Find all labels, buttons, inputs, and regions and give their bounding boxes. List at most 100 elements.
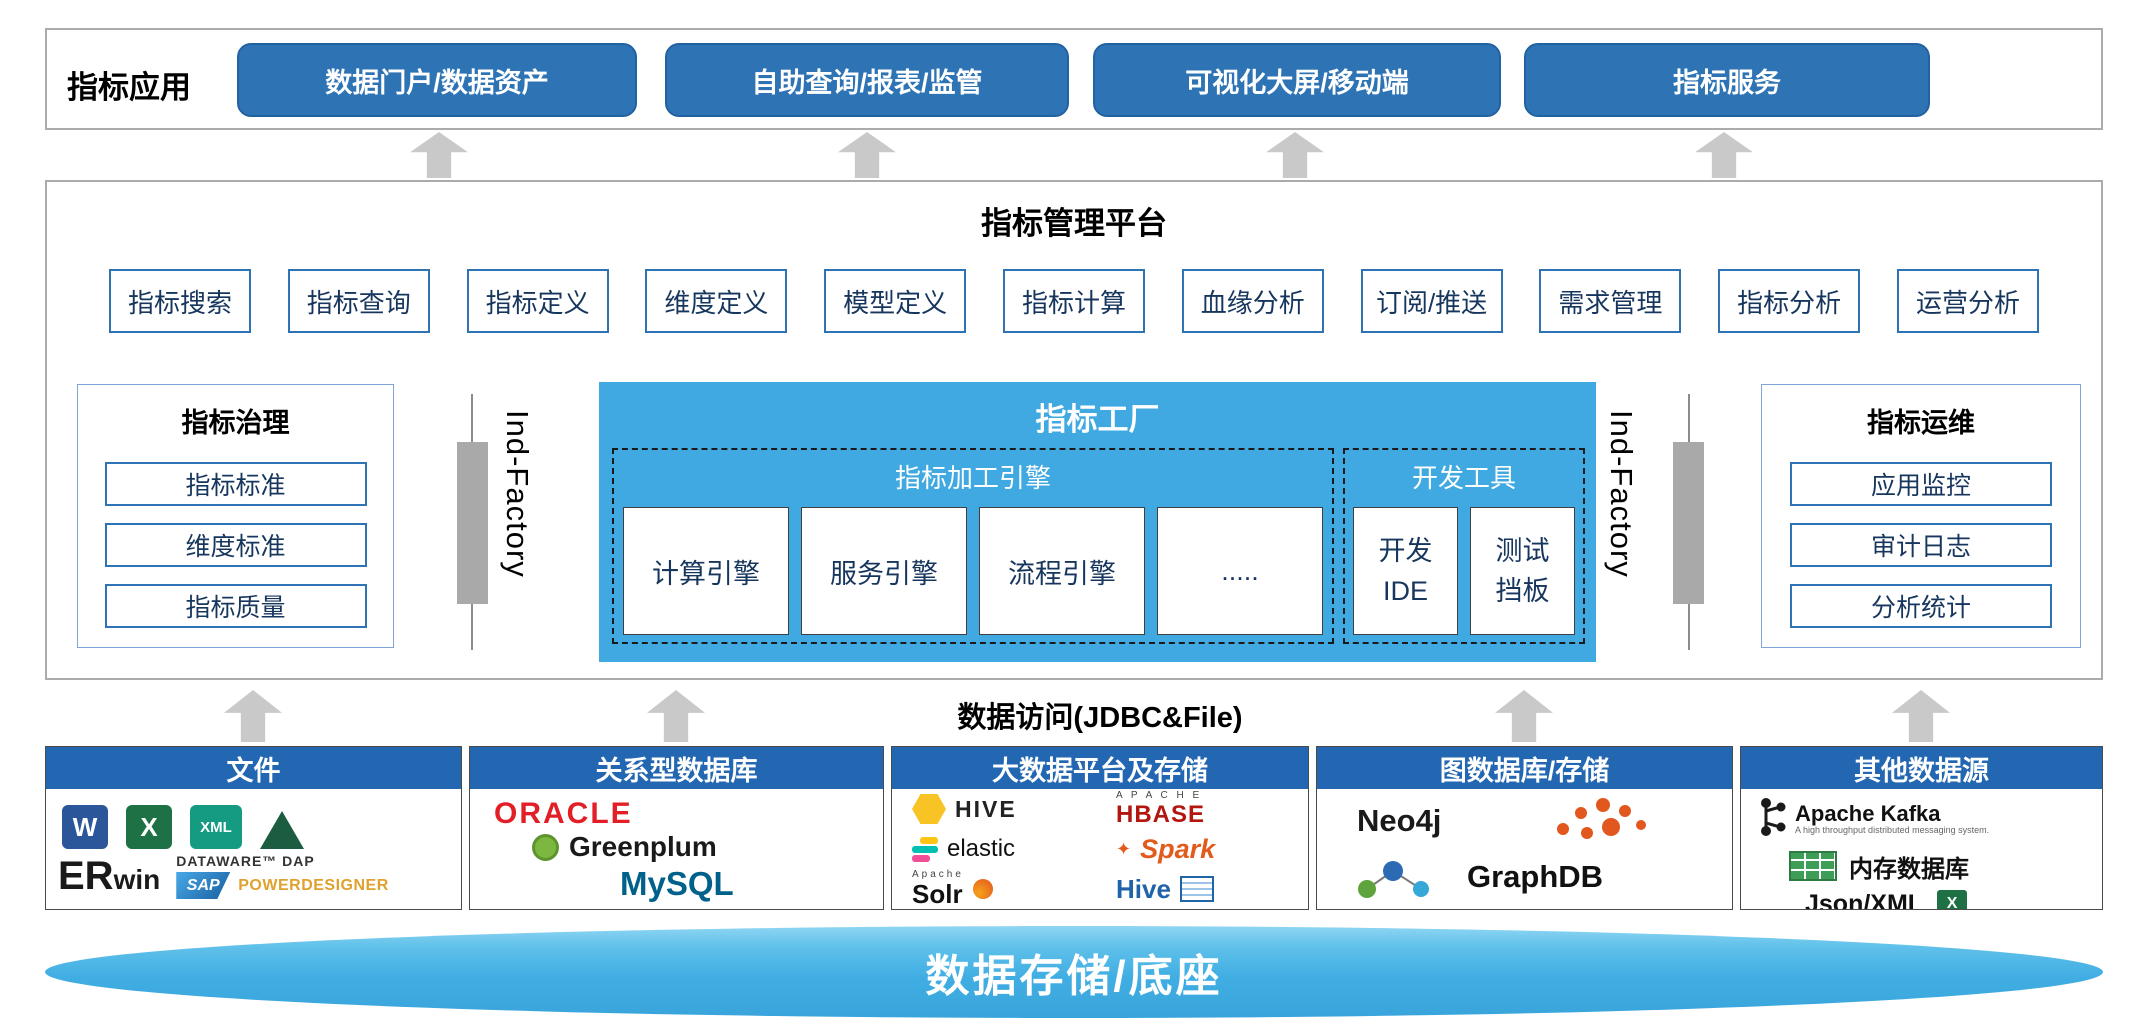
elastic-logo: elastic	[896, 835, 1100, 863]
up-arrow-icon	[647, 690, 705, 742]
sap-logo: SAP	[176, 872, 231, 899]
ops-item-monitoring: 应用监控	[1790, 462, 2052, 506]
governance-items: 指标标准 维度标准 指标质量	[78, 462, 393, 628]
hive-metastore-logo: Hive	[1100, 874, 1304, 905]
jsonxml-text: Json/XML	[1805, 889, 1924, 910]
spark-text: Spark	[1140, 833, 1216, 864]
up-arrow-icon	[224, 690, 282, 742]
module-indicator-query: 指标查询	[287, 269, 430, 333]
erwin-er-text: ER	[58, 853, 114, 898]
datasource-files: 文件 W X XML ERwin DATAWARE™ DAP SAP POWER…	[45, 746, 462, 910]
greenplum-logo: Greenplum	[532, 831, 717, 863]
mysql-logo: MySQL	[620, 865, 734, 902]
module-indicator-analysis: 指标分析	[1718, 269, 1861, 333]
hbase-text: HBASE	[1116, 800, 1206, 828]
hive-logo: HIVE	[896, 794, 1100, 824]
up-arrow-icon	[838, 132, 896, 178]
kafka-text: Apache Kafka	[1795, 800, 1941, 826]
dev-tool-mock: 测试 挡板	[1470, 507, 1575, 635]
datasource-graph-title: 图数据库/存储	[1317, 747, 1732, 789]
erwin-win-text: win	[113, 863, 161, 895]
module-row: 指标搜索 指标查询 指标定义 维度定义 模型定义 指标计算 血缘分析 订阅/推送…	[47, 269, 2101, 333]
erwin-logo: ERwin	[58, 854, 160, 899]
hbase-apache-text: A P A C H E	[1116, 790, 1203, 802]
greenplum-icon	[532, 833, 559, 861]
ind-factory-label-left: Ind-Factory	[500, 410, 535, 578]
right-separator-bar	[1673, 442, 1704, 604]
engine-calculation: 计算引擎	[623, 507, 789, 635]
hive-text: HIVE	[955, 795, 1017, 822]
datasource-relational-title: 关系型数据库	[470, 747, 883, 789]
indicator-factory-panel: 指标工厂 指标加工引擎 计算引擎 服务引擎 流程引擎 ..... 开发工具 开发…	[599, 382, 1596, 662]
storage-base-disk: 数据存储/底座	[45, 926, 2103, 1018]
module-subscribe-push: 订阅/推送	[1360, 269, 1503, 333]
datasource-files-body: W X XML ERwin DATAWARE™ DAP SAP POWERDES…	[46, 789, 461, 909]
modeling-tools-column: DATAWARE™ DAP SAP POWERDESIGNER	[176, 853, 389, 899]
spark-logo: ✦ Spark	[1100, 834, 1304, 865]
solr-sun-icon	[972, 878, 993, 899]
xml-icon: XML	[190, 805, 242, 849]
platform-title: 指标管理平台	[981, 206, 1167, 241]
data-access-label: 数据访问(JDBC&File)	[957, 702, 1243, 734]
datasource-bigdata-title: 大数据平台及存储	[892, 747, 1308, 789]
governance-item-dimension: 维度标准	[104, 523, 367, 567]
app-row-label: 指标应用	[67, 70, 191, 105]
up-arrow-icon	[1892, 690, 1950, 742]
solr-stack: Apache Solr	[912, 870, 964, 908]
hive-bee-icon	[912, 794, 946, 824]
kafka-text-column: Apache Kafka A high throughput distribut…	[1795, 800, 1989, 836]
factory-title: 指标工厂	[1035, 402, 1160, 437]
spark-star-icon: ✦	[1116, 838, 1132, 859]
dev-tools-title: 开发工具	[1411, 463, 1516, 493]
datasource-files-title: 文件	[46, 747, 461, 789]
app-row-panel: 指标应用 数据门户/数据资产 自助查询/报表/监管 可视化大屏/移动端 指标服务	[45, 28, 2103, 130]
memdb-text: 内存数据库	[1849, 855, 1969, 883]
dev-tool-ide-line2: IDE	[1382, 576, 1428, 606]
file-icon-row: W X XML	[46, 789, 461, 849]
datasource-other-body: Apache Kafka A high throughput distribut…	[1741, 789, 2102, 909]
datasource-graph-body: Neo4j	[1317, 789, 1732, 909]
storage-base-label: 数据存储/底座	[925, 952, 1223, 1001]
datasource-relational-body: ORACLE Greenplum MySQL	[470, 789, 883, 909]
ops-item-audit-log: 审计日志	[1790, 523, 2052, 567]
jsonxml-logo: Json/XML X	[1741, 883, 2102, 909]
solr-logo: Apache Solr	[896, 870, 1100, 908]
graphdb-dots-icon	[1545, 795, 1665, 848]
file-logo-row: ERwin DATAWARE™ DAP SAP POWERDESIGNER	[46, 849, 461, 899]
hbase-stack: A P A C H E HBASE	[1116, 791, 1205, 827]
module-lineage-analysis: 血缘分析	[1181, 269, 1324, 333]
app-button-data-portal: 数据门户/数据资产	[237, 43, 637, 117]
engine-more: .....	[1157, 507, 1323, 635]
kafka-icon	[1757, 794, 1787, 845]
up-arrow-icon	[1695, 132, 1753, 178]
excel-icon: X	[126, 805, 172, 849]
module-requirement-management: 需求管理	[1539, 269, 1682, 333]
greenplum-text: Greenplum	[569, 831, 717, 862]
datasource-bigdata: 大数据平台及存储 HIVE A P A C H E HBASE elastic …	[891, 746, 1309, 910]
datasource-other: 其他数据源 Apache Kafka A high th	[1740, 746, 2103, 910]
module-operation-analysis: 运营分析	[1896, 269, 2039, 333]
left-separator-bar	[457, 442, 488, 604]
governance-item-quality: 指标质量	[104, 584, 367, 628]
engine-service: 服务引擎	[801, 507, 967, 635]
hive-metastore-text: Hive	[1116, 873, 1171, 904]
dev-tools-row: 开发 IDE 测试 挡板	[1345, 507, 1583, 635]
app-button-indicator-service: 指标服务	[1524, 43, 1930, 117]
dev-tool-mock-line1: 测试	[1495, 535, 1550, 566]
up-arrow-icon	[410, 132, 468, 178]
dev-tools-group: 开发工具 开发 IDE 测试 挡板	[1343, 448, 1585, 644]
app-button-self-service: 自助查询/报表/监管	[665, 43, 1069, 117]
elastic-text: elastic	[947, 835, 1016, 862]
engine-row: 计算引擎 服务引擎 流程引擎 .....	[614, 507, 1332, 635]
governance-item-standard: 指标标准	[104, 462, 367, 506]
management-platform-panel: 指标管理平台 指标搜索 指标查询 指标定义 维度定义 模型定义 指标计算 血缘分…	[45, 180, 2103, 680]
powerdesigner-logo: POWERDESIGNER	[238, 876, 389, 894]
datasource-relational: 关系型数据库 ORACLE Greenplum MySQL	[469, 746, 884, 910]
oracle-logo: ORACLE	[494, 797, 633, 830]
ind-factory-label-right: Ind-Factory	[1604, 410, 1639, 578]
pyramid-icon	[260, 811, 304, 849]
up-arrow-icon	[1495, 690, 1553, 742]
hbase-logo: A P A C H E HBASE	[1100, 791, 1304, 827]
memdb-logo: 内存数据库	[1741, 845, 2102, 883]
